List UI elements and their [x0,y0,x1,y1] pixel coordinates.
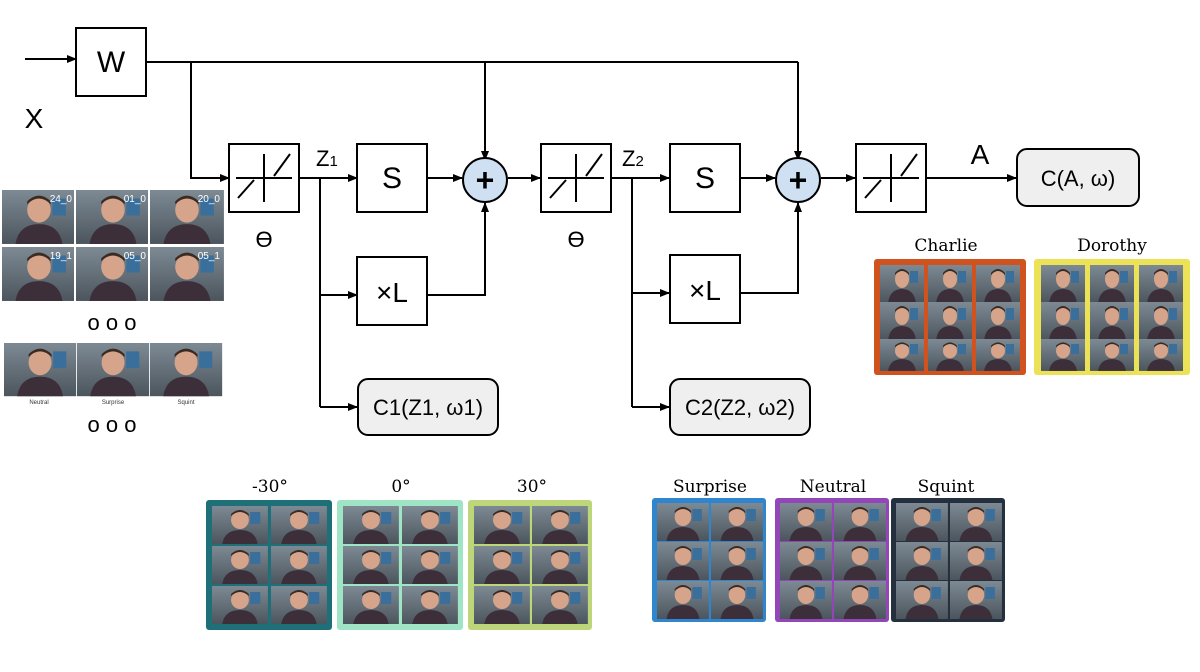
group-squint: Squint [891,477,1005,622]
connections [25,55,1017,411]
s-block-2: S [669,143,741,213]
z2-label: Z2 [622,146,644,171]
svg-text:S: S [382,162,402,195]
group-title: 30° [517,477,547,497]
scale-block-2: ×L [669,254,741,324]
expr-label: Neutral [29,400,48,406]
group-surprise: Surprise [652,477,766,622]
threshold-block-2 [540,143,612,213]
svg-text:×L: ×L [376,277,408,308]
group-title: -30° [252,477,288,497]
z1-label: Z1 [316,146,338,171]
group-plus-30: 30° [468,477,592,630]
group-title: Squint [918,477,975,497]
expr-label: Squint [177,400,194,406]
tile-label: 01_0 [124,194,147,205]
svg-text:C2(Z2, ω2): C2(Z2, ω2) [685,395,795,420]
svg-text:S: S [695,162,715,195]
group-dorothy: Dorothy [1034,236,1190,375]
theta-label-2: ϴ [567,227,584,252]
tile-label: 20_0 [198,194,221,205]
x-label: X [25,103,44,134]
scale-block-1: ×L [356,256,428,326]
threshold-block-1 [228,143,300,213]
tile-label: 05_1 [198,251,221,262]
theta-label-1: ϴ [255,227,272,252]
svg-text:×L: ×L [689,275,721,306]
s-block-1: S [356,143,428,213]
tile-label: 19_1 [50,251,73,262]
ellipsis-top: o o o [88,310,137,335]
svg-text:C1(Z1, ω1): C1(Z1, ω1) [373,395,483,420]
a-label: A [971,139,990,170]
w-label: W [97,46,126,79]
sum-node-1: + [462,157,508,203]
threshold-block-3 [855,143,927,213]
tile-label: 05_0 [124,251,147,262]
group-zero: 0° [337,477,463,630]
svg-text:C(A, ω): C(A, ω) [1041,166,1116,191]
classifier-2: C2(Z2, ω2) [669,378,811,436]
xl2-to-sum2 [740,202,802,294]
tile-label: 24_0 [50,194,73,205]
group-neutral: Neutral [775,477,889,622]
ellipsis-bottom: o o o [88,412,137,437]
sum-node-2: + [775,157,821,203]
group-charlie: Charlie [874,236,1026,375]
face-image-panel: 24_0 01_0 20_0 19_1 05_0 05_1 o o o Neut… [2,190,224,437]
group-title: Dorothy [1077,236,1147,256]
svg-text:+: + [789,162,808,198]
w-to-theta1 [190,62,230,182]
group-title: Neutral [800,477,866,497]
group-minus-30: -30° [206,477,332,630]
expr-label: Surprise [102,400,125,406]
w-block: W [75,27,147,97]
classifier-1: C1(Z1, ω1) [357,378,499,436]
svg-text:+: + [476,162,495,198]
group-title: Charlie [914,236,977,256]
final-classifier: C(A, ω) [1016,148,1140,207]
xl1-to-sum1 [427,202,489,296]
group-title: Surprise [673,477,747,497]
group-title: 0° [391,477,410,497]
